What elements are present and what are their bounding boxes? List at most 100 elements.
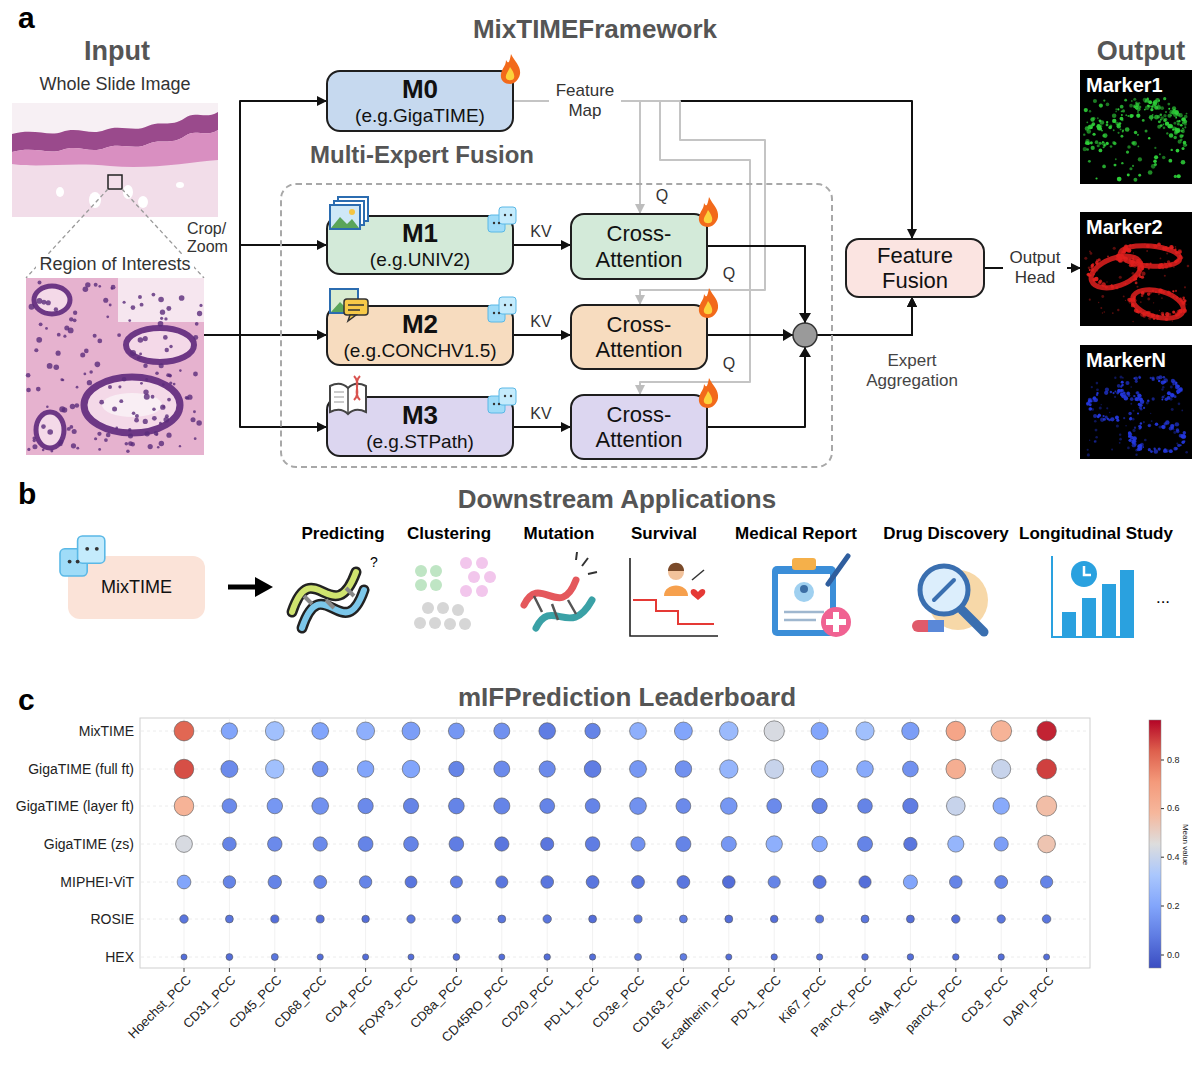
attention-box: Cross- Attention [570,394,708,460]
marker-art [1146,402,1149,405]
marker-art [1184,286,1186,288]
marker-art [1143,98,1147,102]
tick-mark [184,968,185,972]
marker-art [1088,267,1091,270]
marker-art [1182,297,1185,300]
data-bubble [539,761,555,777]
marker-art [1144,439,1147,442]
tick-mark [320,968,321,972]
marker-label: Marker2 [1086,217,1163,237]
marker-art [1132,418,1135,421]
marker-art [1140,398,1143,401]
marker-art [1103,99,1105,101]
marker-art [1175,117,1177,119]
marker-art [1181,308,1183,310]
data-bubble [540,799,555,814]
tick-mark [683,968,684,972]
data-bubble [764,721,784,741]
marker-art [1151,119,1153,121]
marker-art [1136,391,1139,394]
marker-art [1110,417,1114,421]
roi-image-art [128,441,133,446]
roi-image-art [179,445,181,447]
marker-art [1089,250,1091,252]
data-bubble [402,760,419,777]
roi-image-art [173,383,176,386]
arrow-to-applications [255,577,273,597]
roi-image-art [154,431,159,436]
marker-art [1168,108,1170,110]
ice-icon [498,312,500,314]
marker-art [1090,141,1093,144]
marker-art [1106,142,1109,145]
marker-art [1106,407,1108,409]
marker-art [1155,422,1159,426]
data-bubble [906,915,914,923]
box-subtitle: (e.g.CONCHV1.5) [343,340,496,362]
roi-image-art [191,417,196,422]
marker-art [1090,252,1093,255]
marker-art [1183,436,1186,439]
marker-art [1158,380,1160,382]
marker-art [1175,248,1177,250]
ellipsis-label: ... [1156,588,1170,608]
roi-image-art [137,356,140,359]
ice-icon [510,395,512,397]
data-bubble [314,876,327,889]
marker-art [1148,263,1150,265]
marker-art [1125,283,1127,285]
column-heading: Input [84,36,150,67]
column-label: Hoechst_PCC [125,973,194,1042]
roi-image-art [197,311,202,316]
row-label: GigaTIME (layer ft) [16,798,134,814]
data-bubble [317,954,323,960]
marker-art [1161,425,1165,429]
marker-art [1178,120,1180,122]
marker-art [1143,407,1145,409]
longitudinal-icon [1052,556,1134,637]
data-bubble [402,722,420,740]
marker-art [1184,115,1188,119]
data-bubble [357,761,374,778]
data-bubble [449,837,464,852]
roi-image-art [109,304,112,307]
marker-art [1137,413,1139,415]
marker-art [1132,410,1134,412]
marker-art [1183,299,1186,302]
model-box: MixTIME [68,556,205,619]
marker-art [1154,115,1159,120]
data-bubble [811,761,828,778]
data-bubble [225,915,233,923]
speech-icon [344,299,368,315]
marker-art [1128,431,1132,435]
marker-art [1180,124,1183,127]
drug-icon [962,610,984,632]
marker-art [1126,391,1130,395]
marker-art [1166,132,1168,134]
roi-image-art [93,334,97,338]
marker-art [1178,249,1182,253]
marker-art [1117,384,1121,388]
data-bubble [589,954,595,960]
marker-art [1171,149,1173,151]
marker-art [1157,242,1161,246]
grid-line [141,844,1089,845]
marker-art [1151,313,1155,317]
marker-art [1174,261,1177,264]
ice-icon [499,388,516,405]
marker-art [1147,298,1150,301]
marker-art [1148,311,1151,314]
mutation-icon [536,600,592,628]
marker-art [1117,108,1119,110]
marker-art [1182,135,1184,137]
marker-art [1123,251,1126,254]
marker-art [1121,162,1123,164]
marker-art [1083,133,1085,135]
roi-image-art [33,439,36,442]
data-bubble [677,876,690,889]
marker-art [1167,260,1171,264]
colorbar-tick [1161,808,1164,809]
marker-art [1177,123,1180,126]
marker-art [1117,124,1121,128]
marker-art [1174,131,1178,135]
